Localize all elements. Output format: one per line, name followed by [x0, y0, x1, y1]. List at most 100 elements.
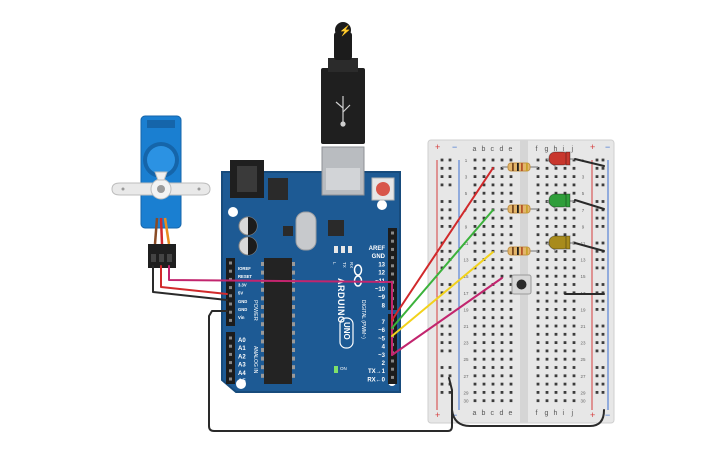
- breadboard-hole[interactable]: [536, 374, 540, 378]
- breadboard-hole[interactable]: [545, 316, 549, 320]
- breadboard-hole[interactable]: [473, 216, 477, 220]
- breadboard-hole[interactable]: [500, 341, 504, 344]
- rail-hole[interactable]: [595, 216, 599, 220]
- breadboard-hole[interactable]: [554, 175, 558, 178]
- breadboard-hole[interactable]: [563, 191, 567, 195]
- rail-hole[interactable]: [440, 258, 444, 261]
- breadboard-hole[interactable]: [572, 357, 576, 361]
- breadboard-hole[interactable]: [554, 233, 558, 237]
- breadboard-hole[interactable]: [482, 216, 486, 220]
- breadboard-hole[interactable]: [563, 258, 567, 261]
- header-pin[interactable]: [229, 352, 232, 356]
- breadboard-hole[interactable]: [536, 225, 540, 228]
- power-header[interactable]: [226, 258, 235, 326]
- rail-hole[interactable]: [440, 225, 444, 228]
- rail-hole[interactable]: [440, 341, 444, 344]
- breadboard-hole[interactable]: [482, 374, 486, 378]
- header-pin[interactable]: [391, 247, 394, 251]
- rail-hole[interactable]: [595, 341, 599, 344]
- breadboard-hole[interactable]: [491, 158, 495, 162]
- breadboard-hole[interactable]: [500, 316, 504, 320]
- breadboard-hole[interactable]: [536, 283, 540, 286]
- breadboard-hole[interactable]: [509, 374, 513, 378]
- wire-red-led[interactable]: [391, 167, 494, 321]
- header-pin[interactable]: [391, 375, 394, 379]
- wire-led-ground-3[interactable]: [574, 242, 605, 252]
- breadboard-hole[interactable]: [536, 166, 540, 170]
- breadboard-hole[interactable]: [500, 299, 504, 303]
- breadboard-hole[interactable]: [536, 241, 540, 245]
- breadboard-hole[interactable]: [563, 382, 567, 386]
- breadboard-hole[interactable]: [536, 158, 540, 162]
- breadboard-hole[interactable]: [509, 332, 513, 336]
- rail-hole[interactable]: [440, 175, 444, 178]
- breadboard-hole[interactable]: [536, 183, 540, 187]
- breadboard-hole[interactable]: [563, 399, 567, 403]
- header-pin[interactable]: [391, 272, 394, 276]
- breadboard-hole[interactable]: [572, 249, 576, 253]
- breadboard-hole[interactable]: [500, 241, 504, 245]
- breadboard-hole[interactable]: [491, 258, 495, 261]
- breadboard-hole[interactable]: [500, 216, 504, 220]
- header-pin[interactable]: [391, 231, 394, 235]
- rail-hole[interactable]: [595, 332, 599, 336]
- breadboard-hole[interactable]: [491, 225, 495, 228]
- breadboard-hole[interactable]: [536, 200, 540, 203]
- rail-hole[interactable]: [595, 249, 599, 253]
- breadboard-hole[interactable]: [509, 183, 513, 187]
- breadboard-hole[interactable]: [536, 216, 540, 220]
- rail-hole[interactable]: [448, 324, 452, 328]
- breadboard-hole[interactable]: [536, 274, 540, 278]
- rail-hole[interactable]: [601, 341, 605, 344]
- rail-hole[interactable]: [601, 208, 605, 212]
- breadboard-hole[interactable]: [554, 374, 558, 378]
- breadboard-hole[interactable]: [509, 291, 513, 295]
- breadboard-hole[interactable]: [545, 175, 549, 178]
- breadboard-hole[interactable]: [473, 183, 477, 187]
- usb-cable[interactable]: ⚡: [321, 22, 365, 144]
- rail-hole[interactable]: [448, 241, 452, 245]
- header-pin[interactable]: [229, 277, 232, 281]
- breadboard-hole[interactable]: [482, 274, 486, 278]
- rail-hole[interactable]: [448, 308, 452, 311]
- breadboard-hole[interactable]: [563, 249, 567, 253]
- breadboard-hole[interactable]: [482, 382, 486, 386]
- breadboard-hole[interactable]: [536, 208, 540, 212]
- rail-hole[interactable]: [448, 266, 452, 270]
- breadboard-hole[interactable]: [572, 258, 576, 261]
- breadboard-hole[interactable]: [500, 283, 504, 286]
- rail-hole[interactable]: [440, 366, 444, 369]
- header-pin[interactable]: [229, 336, 232, 340]
- breadboard-hole[interactable]: [509, 382, 513, 386]
- breadboard-hole[interactable]: [572, 175, 576, 178]
- breadboard-hole[interactable]: [482, 341, 486, 344]
- breadboard-hole[interactable]: [491, 200, 495, 203]
- breadboard-hole[interactable]: [563, 299, 567, 303]
- breadboard-hole[interactable]: [545, 366, 549, 369]
- breadboard-hole[interactable]: [554, 225, 558, 228]
- rail-hole[interactable]: [448, 283, 452, 286]
- header-pin[interactable]: [391, 264, 394, 268]
- breadboard-hole[interactable]: [500, 308, 504, 311]
- breadboard-hole[interactable]: [473, 241, 477, 245]
- breadboard-hole[interactable]: [491, 241, 495, 245]
- rail-hole[interactable]: [595, 266, 599, 270]
- breadboard-hole[interactable]: [545, 191, 549, 195]
- breadboard-hole[interactable]: [482, 200, 486, 203]
- breadboard-hole[interactable]: [563, 357, 567, 361]
- header-pin[interactable]: [229, 294, 232, 298]
- breadboard-hole[interactable]: [482, 183, 486, 187]
- rail-hole[interactable]: [595, 241, 599, 245]
- breadboard-hole[interactable]: [473, 399, 477, 403]
- rail-hole[interactable]: [601, 391, 605, 394]
- red-led[interactable]: [546, 151, 574, 168]
- rail-hole[interactable]: [448, 183, 452, 187]
- breadboard-hole[interactable]: [572, 225, 576, 228]
- breadboard-hole[interactable]: [473, 357, 477, 361]
- breadboard-hole[interactable]: [545, 382, 549, 386]
- rail-hole[interactable]: [601, 308, 605, 311]
- breadboard-hole[interactable]: [572, 274, 576, 278]
- breadboard-hole[interactable]: [491, 175, 495, 178]
- breadboard-hole[interactable]: [491, 308, 495, 311]
- breadboard-hole[interactable]: [563, 208, 567, 212]
